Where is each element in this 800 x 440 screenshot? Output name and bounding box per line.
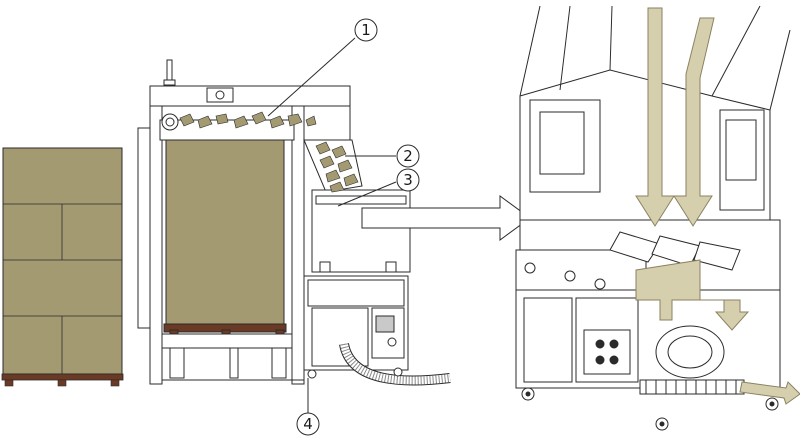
transfer-arrow-icon <box>361 195 531 241</box>
callout-1: 1 <box>354 18 378 42</box>
callout-2-label: 2 <box>403 147 413 165</box>
processing-unit-detail <box>515 5 791 431</box>
callout-1-label: 1 <box>361 21 371 39</box>
callout-3-label: 3 <box>403 171 413 189</box>
material-chips <box>179 111 359 193</box>
pallet-stack <box>1 147 124 387</box>
flow-arrows <box>635 7 800 405</box>
callout-4: 4 <box>296 412 320 436</box>
callout-4-label: 4 <box>303 415 313 433</box>
callout-2: 2 <box>396 144 420 168</box>
feeder-machine <box>137 59 451 386</box>
pallet-base <box>1 373 124 381</box>
callout-3: 3 <box>396 168 420 192</box>
